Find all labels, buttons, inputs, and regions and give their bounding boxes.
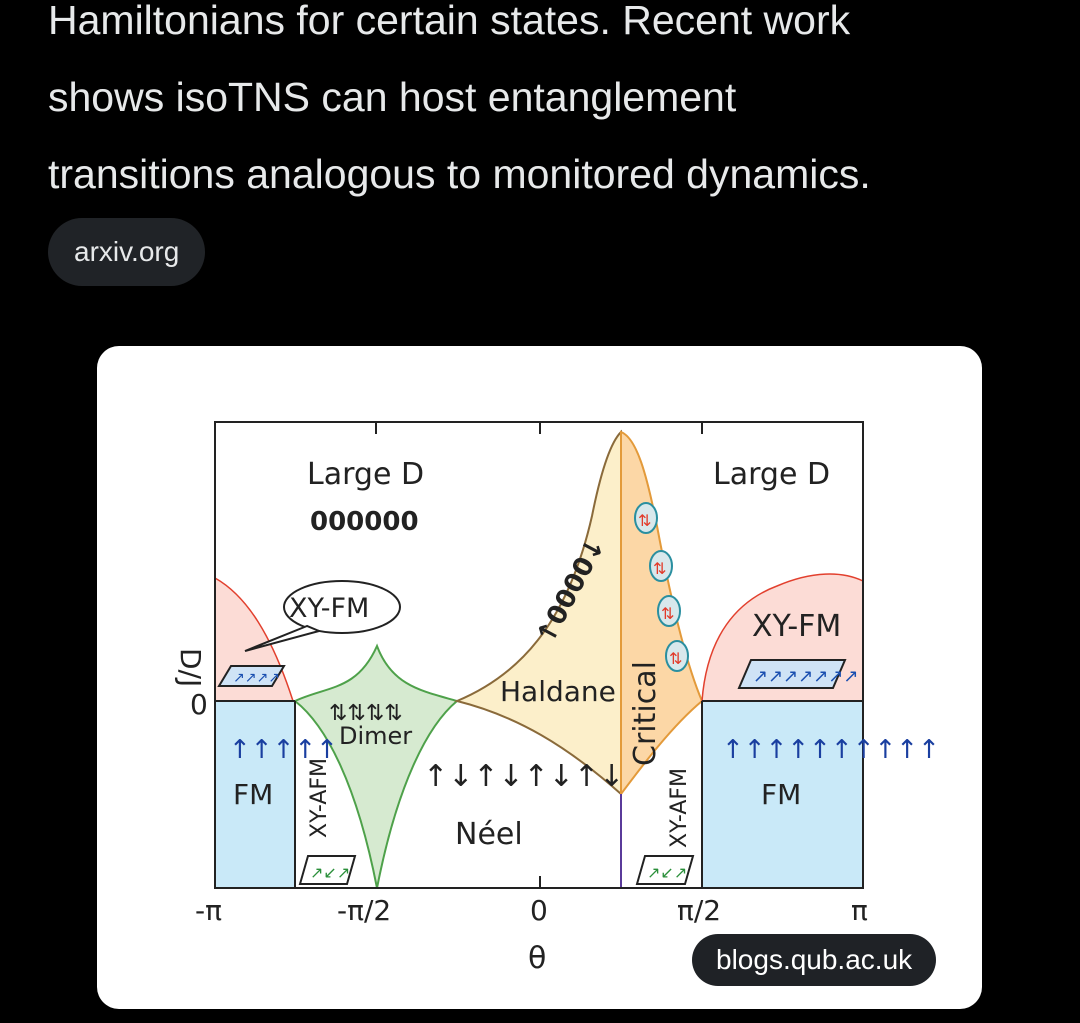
svg-text:↑↑↑↑↑↑↑↑↑↑: ↑↑↑↑↑↑↑↑↑↑ [722, 735, 940, 765]
xy-fm-right-label: XY-FM [752, 609, 841, 644]
svg-text:↗↗↗↗↗↗↗: ↗↗↗↗↗↗↗ [753, 666, 859, 687]
svg-text:↗↙↗: ↗↙↗ [647, 863, 687, 882]
source-chip[interactable]: blogs.qub.ac.uk [692, 934, 937, 986]
neel-state: ↑↓↑↓↑↓↑↓ [423, 759, 624, 794]
large-d-right-label: Large D [713, 457, 830, 492]
x-axis-label: θ [528, 941, 546, 976]
x-tick-3: 0 [530, 894, 548, 927]
x-tick-5: π [851, 894, 868, 927]
svg-text:⇅: ⇅ [638, 511, 651, 530]
link-card-chip[interactable]: arxiv.org [48, 218, 206, 286]
svg-text:↗↗↗↗: ↗↗↗↗ [233, 670, 280, 686]
dimer-region [293, 643, 460, 889]
critical-spin-pairs: ⇅ ⇅ ⇅ ⇅ [634, 502, 689, 672]
fm-left-region [215, 701, 295, 888]
svg-text:⇅: ⇅ [661, 604, 674, 623]
haldane-region [453, 429, 622, 797]
svg-text:⇅⇅⇅⇅: ⇅⇅⇅⇅ [329, 701, 403, 726]
haldane-label: Haldane [500, 675, 616, 708]
xy-afm-left-label: XY-AFM [307, 758, 332, 838]
post-text: Hamiltonians for certain states. Recent … [48, 0, 1048, 213]
svg-text:⇅: ⇅ [653, 559, 666, 578]
y-axis-label: D/J [174, 648, 207, 687]
y-zero-label: 0 [190, 688, 208, 721]
post-text-line-2: shows isoTNS can host entanglement [48, 74, 737, 120]
xy-fm-bubble [283, 580, 401, 634]
svg-text:⇅: ⇅ [669, 649, 682, 668]
large-d-left-label: Large D [307, 457, 424, 492]
svg-text:↗↙↗: ↗↙↗ [310, 863, 350, 882]
phase-diagram: Large D 000000 Large D XY-FM ↗↗↗↗ XY-FM … [174, 421, 940, 976]
fm-right-label: FM [761, 778, 801, 811]
xy-fm-bubble-label: XY-FM [289, 593, 369, 624]
critical-label: Critical [628, 661, 663, 766]
xy-afm-right-label: XY-AFM [667, 768, 692, 848]
fm-right-region [702, 701, 863, 888]
svg-text:↑↑↑↑↑: ↑↑↑↑↑ [229, 735, 338, 765]
neel-label: Néel [455, 817, 523, 852]
post-text-line-3: transitions analogous to monitored dynam… [48, 151, 871, 197]
large-d-left-state: 000000 [310, 507, 419, 537]
fm-left-label: FM [233, 778, 273, 811]
dimer-label: Dimer [339, 722, 412, 750]
x-tick-2: -π/2 [337, 894, 391, 927]
media-card[interactable]: Large D 000000 Large D XY-FM ↗↗↗↗ XY-FM … [97, 346, 982, 1009]
x-tick-1: -π [195, 894, 222, 927]
post-text-line-1: Hamiltonians for certain states. Recent … [48, 0, 851, 43]
x-tick-4: π/2 [677, 894, 721, 927]
